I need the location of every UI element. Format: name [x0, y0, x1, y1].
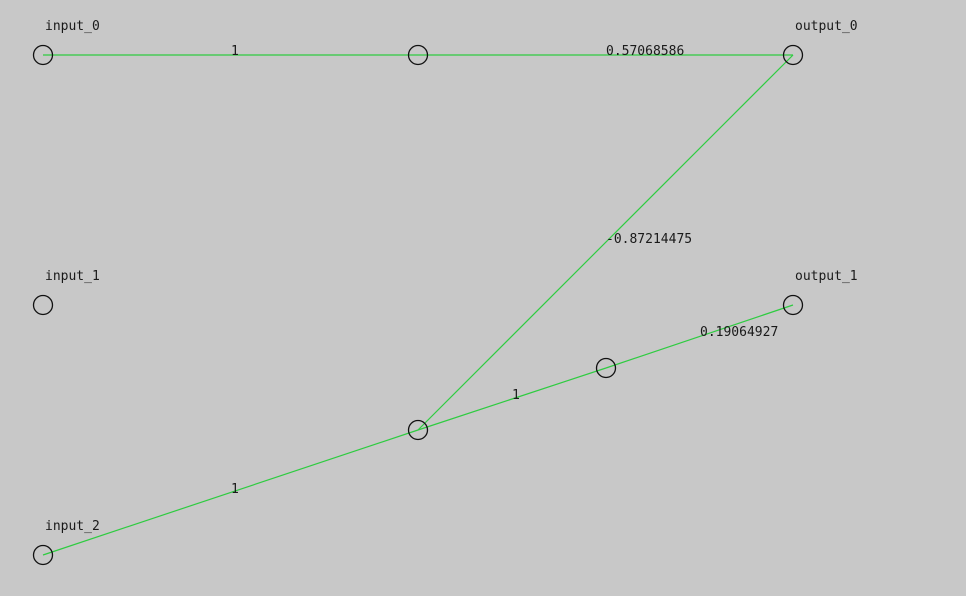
edge-input_2-to-hidden_b: [42, 429, 419, 556]
node-input-1[interactable]: [32, 294, 54, 316]
node-hidden-b[interactable]: [407, 419, 429, 441]
node-input-2[interactable]: [32, 544, 54, 566]
edge-layer: [42, 54, 794, 556]
edge-hidden_b-to-hidden_c: [417, 367, 607, 431]
edge-weight-label: 0.19064927: [700, 325, 778, 340]
edge-hidden_b-to-output_0: [417, 54, 794, 431]
node-hidden-a[interactable]: [407, 44, 429, 66]
node-label-output-1: output_1: [795, 269, 858, 284]
edge-weight-label: 1: [231, 44, 239, 59]
node-output-1[interactable]: [782, 294, 804, 316]
node-label-layer: input_0 input_1 input_2 output_0 output_1: [45, 19, 858, 534]
edge-label-layer: 1 0.57068586 -0.87214475 1 0.19064927 1: [231, 44, 778, 497]
node-hidden-c[interactable]: [595, 357, 617, 379]
node-label-input-1: input_1: [45, 269, 100, 284]
edge-weight-label: 1: [512, 388, 520, 403]
edge-weight-label: -0.87214475: [606, 232, 692, 247]
node-output-0[interactable]: [782, 44, 804, 66]
node-label-output-0: output_0: [795, 19, 858, 34]
node-input-0[interactable]: [32, 44, 54, 66]
node-label-input-2: input_2: [45, 519, 100, 534]
edge-weight-label: 1: [231, 482, 239, 497]
node-layer: [32, 44, 804, 566]
node-label-input-0: input_0: [45, 19, 100, 34]
edge-weight-label: 0.57068586: [606, 44, 684, 59]
edge-hidden_c-to-output_1: [605, 304, 794, 369]
